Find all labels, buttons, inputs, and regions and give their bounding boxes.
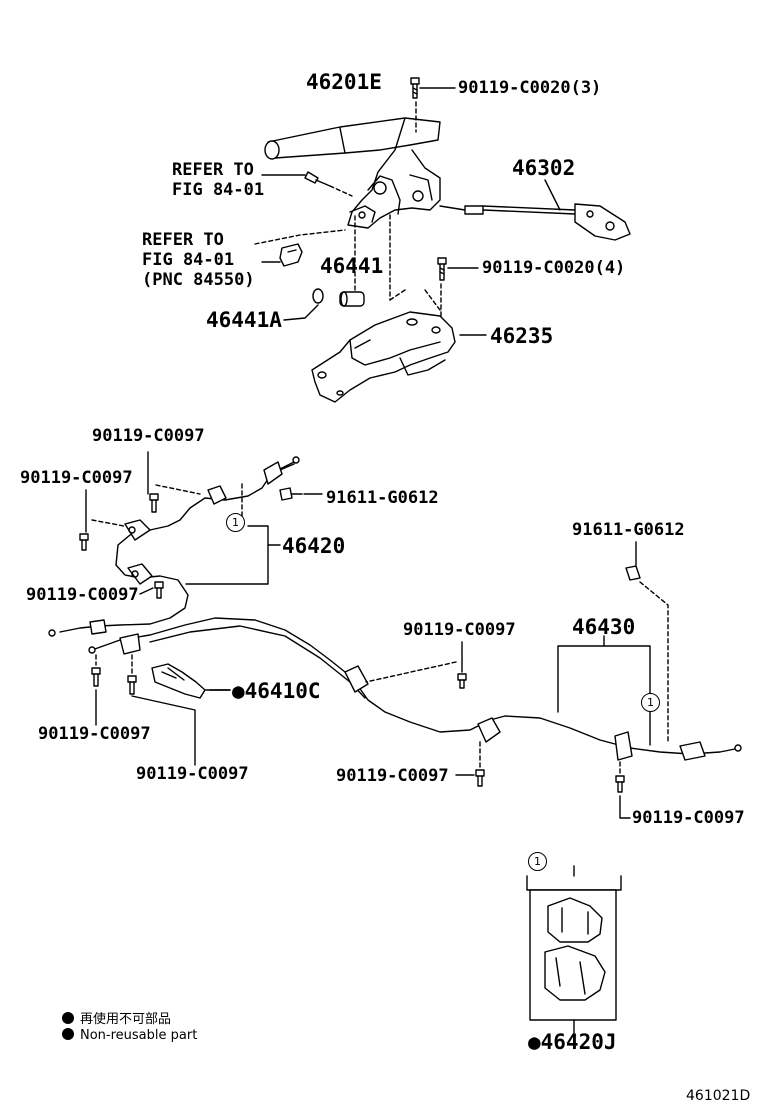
cable-46420 (48, 456, 300, 637)
bolt-c0020-mid (437, 257, 447, 281)
legend-english: Non-reusable part (62, 1028, 197, 1043)
part-label-46441A: 46441A (206, 308, 282, 332)
ref-circle-3: 1 (528, 852, 547, 871)
part-label-46201E: 46201E (306, 70, 382, 94)
refer-bolt (304, 171, 331, 187)
non-reusable-dot-icon (62, 1012, 74, 1024)
part-label-90119-C0097-bc: 90119-C0097 (336, 766, 449, 786)
part-label-46302: 46302 (512, 156, 576, 180)
part-label-90119-C0097-br: 90119-C0097 (632, 808, 745, 828)
refer-note2-line1: REFER TO (142, 230, 224, 250)
part-label-90119-C0097-mid: 90119-C0097 (26, 585, 139, 605)
part-label-90119-C0097-bl1: 90119-C0097 (38, 724, 151, 744)
part-label-46235: 46235 (490, 324, 554, 348)
bolts-g0612 (279, 487, 641, 581)
clip-84550 (279, 243, 303, 267)
bracket-46235 (311, 311, 456, 403)
ref-circle-1: 1 (226, 513, 245, 532)
bolts-c0097 (79, 493, 625, 793)
kit-46420J (526, 865, 622, 1037)
part-label-90119-C0020-3: 90119-C0020(3) (458, 78, 602, 98)
part-label-46420J: ●46420J (528, 1030, 617, 1054)
clip-46410C (151, 663, 206, 699)
part-label-90119-C0097-bl2: 90119-C0097 (136, 764, 249, 784)
washer-46441A (312, 288, 324, 304)
part-label-90119-C0097-left: 90119-C0097 (20, 468, 133, 488)
lever-assembly-46201E (264, 117, 441, 229)
cable-46430 (88, 617, 742, 761)
part-label-46430: 46430 (572, 615, 636, 639)
refer-note-line2: FIG 84-01 (172, 180, 265, 200)
part-label-90119-C0097-center: 90119-C0097 (403, 620, 516, 640)
refer-note2-line3: (PNC 84550) (142, 270, 255, 290)
part-label-90119-C0097-top: 90119-C0097 (92, 426, 205, 446)
rod-46302 (439, 203, 631, 241)
ref-circle-2: 1 (641, 693, 660, 712)
figure-code: 461021D (686, 1088, 751, 1104)
part-label-46410C: ●46410C (232, 679, 321, 703)
legend-jp-text: 再使用不可部品 (80, 1012, 172, 1027)
non-reusable-dot-icon (62, 1028, 74, 1040)
bolt-c0020-top (410, 77, 420, 99)
legend-en-text: Non-reusable part (80, 1028, 198, 1043)
part-label-46420: 46420 (282, 534, 346, 558)
refer-note-line1: REFER TO (172, 160, 254, 180)
sleeve-46441 (339, 291, 365, 307)
part-label-90119-C0020-4: 90119-C0020(4) (482, 258, 626, 278)
part-label-46441: 46441 (320, 254, 384, 278)
part-label-91611-G0612-right: 91611-G0612 (572, 520, 685, 540)
legend-japanese: 再使用不可部品 (62, 1008, 171, 1027)
part-label-91611-G0612-mid: 91611-G0612 (326, 488, 439, 508)
refer-note2-line2: FIG 84-01 (142, 250, 235, 270)
